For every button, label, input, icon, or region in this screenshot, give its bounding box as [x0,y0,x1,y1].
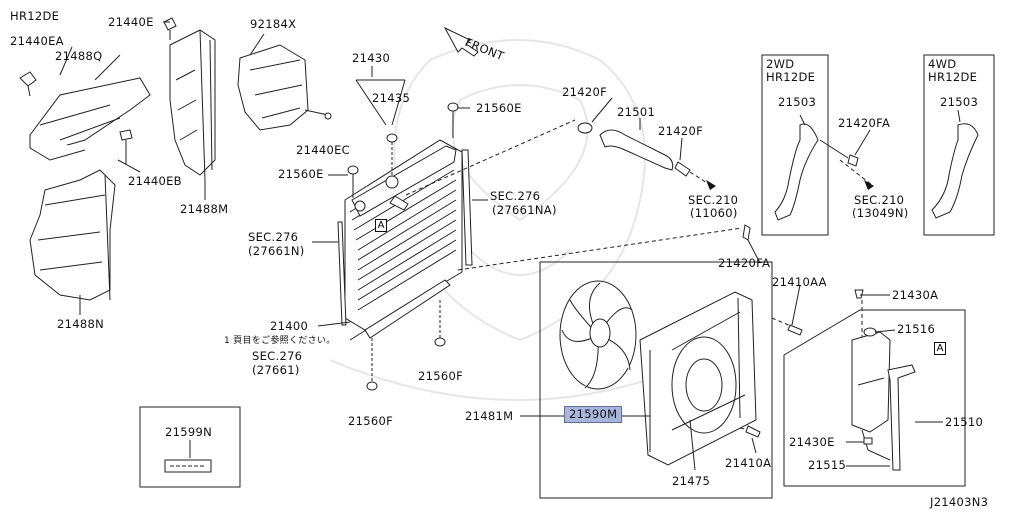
part-label-21420F-a: 21420F [562,85,607,99]
part-label-21510: 21510 [945,415,984,429]
seal-strips [337,149,473,339]
reservoir-21510 [851,327,916,471]
part-label-21440EA: 21440EA [10,34,64,48]
part-label-21440E: 21440E [108,15,154,29]
air-guide-21488N [29,169,116,301]
bolt-21410AA [787,324,803,336]
sec276-bottom-sub: (27661) [252,363,300,377]
part-label-21590M-highlighted[interactable]: 21590M [564,406,623,423]
box-reservoir [783,309,966,487]
sec276-bottom: SEC.276 [252,349,303,363]
sec276-right: SEC.276 [490,189,541,203]
bolt-21430A [854,289,864,299]
clip-21440EB [119,129,133,165]
sec276-left-sub: (27661N) [248,244,305,258]
label-leaders [59,21,961,467]
part-label-21440EB: 21440EB [128,174,182,188]
sec210-a-sub: (11060) [690,206,738,220]
box-label-21599N [139,406,241,488]
clip-21430E [863,437,873,445]
air-guide-21488M [169,29,216,181]
part-label-21420FA-2wd: 21420FA [838,116,891,130]
box-4wd [923,54,995,236]
part-label-21440EC: 21440EC [296,143,350,157]
note-see-page-1: 1 頁目をご参照ください。 [224,336,336,346]
part-label-21560E-mid: 21560E [278,167,324,181]
bracket-92184X [237,44,332,131]
box-4wd-engine: HR12DE [928,70,978,84]
part-label-21475: 21475 [672,474,711,488]
fan-shroud-21481M [639,291,757,466]
part-label-21420FA-bottom: 21420FA [718,256,771,270]
part-label-21503-2wd: 21503 [778,95,817,109]
clip-21440E [163,17,177,40]
mounts [347,102,459,391]
part-label-21435: 21435 [372,91,411,105]
hose-21503-4wd [931,123,979,219]
marker-a-reservoir: A [934,342,946,355]
diagram-code: J21403N3 [930,495,989,509]
sec276-left: SEC.276 [248,230,299,244]
part-label-92184X: 92184X [250,17,297,31]
sec210-b-sub: (13049N) [852,206,909,220]
part-label-21503-4wd: 21503 [940,95,979,109]
sec276-right-sub: (27661NA) [492,203,557,217]
shroud-panel-21488Q [29,77,151,161]
part-label-21410A: 21410A [725,456,772,470]
part-label-21501: 21501 [617,105,656,119]
clip-21440EA [19,71,37,97]
part-label-21481M: 21481M [465,409,514,423]
box-2wd-title: 2WD [766,57,795,71]
part-label-21430A: 21430A [892,288,939,302]
part-label-21560F-right: 21560F [418,369,463,383]
part-label-21488N: 21488N [57,317,104,331]
arrow-heads [706,180,874,190]
engine-label-top-left: HR12DE [10,9,60,23]
leader-21475 [689,419,696,471]
box-4wd-title: 4WD [928,57,957,71]
part-label-21488M: 21488M [180,202,229,216]
part-label-21410AA: 21410AA [772,275,827,289]
part-label-21516: 21516 [897,322,936,336]
sec210-a: SEC.210 [688,193,739,207]
part-label-21488Q: 21488Q [55,49,103,63]
hose-21503-2wd [742,123,859,241]
part-label-21400: 21400 [270,319,309,333]
fan-21590M [559,280,637,390]
bolt-21410A [745,425,761,438]
part-label-21420F-b: 21420F [658,124,703,138]
front-arrow [443,26,479,57]
part-label-21560E-top: 21560E [476,101,522,115]
sec210-b: SEC.210 [854,193,905,207]
part-label-21515: 21515 [808,458,847,472]
box-fan-assembly [539,261,773,499]
part-label-21560F-bottom: 21560F [348,414,393,428]
part-label-21430: 21430 [352,51,391,65]
part-label-21599N: 21599N [165,425,212,439]
box-2wd-engine: HR12DE [766,70,816,84]
marker-a-radiator: A [375,219,387,232]
part-label-21430E: 21430E [789,435,835,449]
radiator-21400 [344,139,463,331]
hose-21501 [577,122,691,177]
